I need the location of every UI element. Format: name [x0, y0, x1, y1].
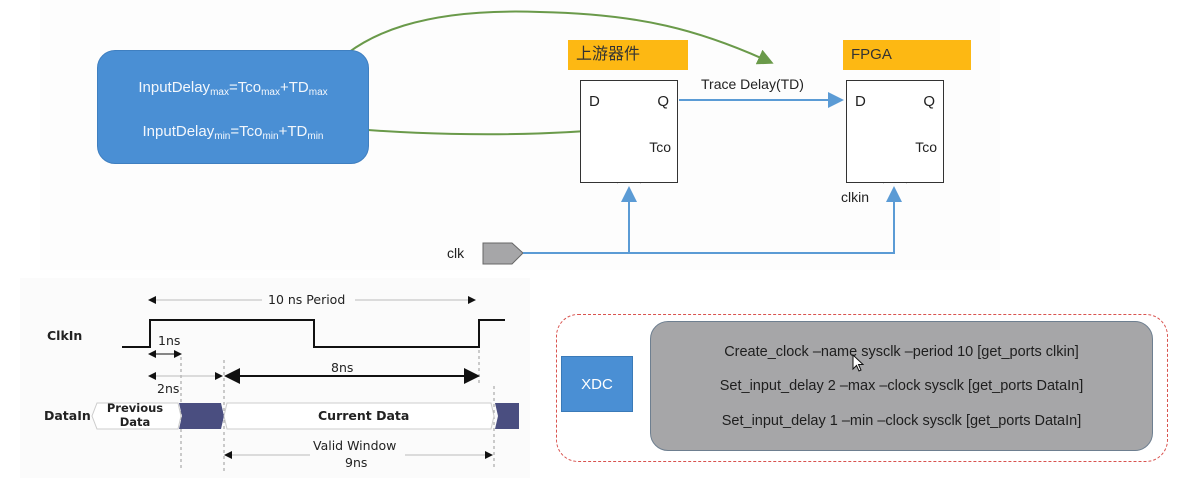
clkin-waveform	[122, 319, 505, 348]
fpga-d-pin: D	[855, 93, 866, 110]
valid-window-value: 9ns	[345, 455, 368, 470]
input-delay-min-command: Set_input_delay 1 –min –clock sysclk [ge…	[721, 413, 1082, 429]
fpga-device-tag: FPGA	[843, 40, 971, 70]
current-data-bus	[223, 402, 495, 430]
max-delay-arrow	[321, 10, 774, 79]
fpga-q-pin: Q	[923, 93, 935, 110]
transition-region-1	[179, 403, 224, 429]
previous-data-bus	[91, 402, 182, 430]
upstream-device-tag: 上游器件	[568, 40, 688, 70]
current-data-label: Current Data	[318, 408, 410, 423]
trace-delay-label: Trace Delay(TD)	[701, 76, 804, 92]
timing-diagram	[91, 296, 519, 472]
clkin-label: clkin	[841, 189, 870, 205]
clk-source-label: clk	[447, 245, 465, 261]
mouse-cursor-icon	[852, 354, 865, 372]
two-ns-label: 2ns	[157, 381, 180, 396]
datain-signal-label: DataIn	[44, 408, 91, 423]
create-clock-command: Create_clock –name sysclk –period 10 [ge…	[724, 344, 1079, 360]
xdc-dashed-frame	[556, 314, 1168, 462]
xdc-tag: XDC	[561, 356, 633, 412]
fpga-flip-flop: D Q Tco	[846, 80, 944, 183]
upstream-d-pin: D	[589, 93, 600, 110]
max-formula: InputDelaymax=Tcomax+TDmax	[138, 79, 328, 98]
input-delay-max-command: Set_input_delay 2 –max –clock sysclk [ge…	[719, 378, 1084, 394]
period-label: 10 ns Period	[268, 292, 346, 307]
xdc-commands-box: Create_clock –name sysclk –period 10 [ge…	[650, 321, 1153, 451]
upstream-q-pin: Q	[657, 93, 669, 110]
clock-tree	[523, 186, 902, 254]
one-ns-label: 1ns	[158, 333, 181, 348]
clkin-signal-label: ClkIn	[47, 328, 83, 343]
valid-window-label: Valid Window	[313, 438, 397, 453]
eight-ns-label: 8ns	[331, 360, 354, 375]
input-delay-formula-box: InputDelaymax=Tcomax+TDmax InputDelaymin…	[97, 50, 369, 164]
transition-region-2	[495, 403, 519, 429]
min-formula: InputDelaymin=Tcomin+TDmin	[142, 123, 324, 142]
upstream-tco-label: Tco	[649, 139, 671, 155]
fpga-tco-label: Tco	[915, 139, 937, 155]
clk-source-shape	[482, 242, 524, 265]
upstream-flip-flop: D Q Tco	[580, 80, 678, 183]
